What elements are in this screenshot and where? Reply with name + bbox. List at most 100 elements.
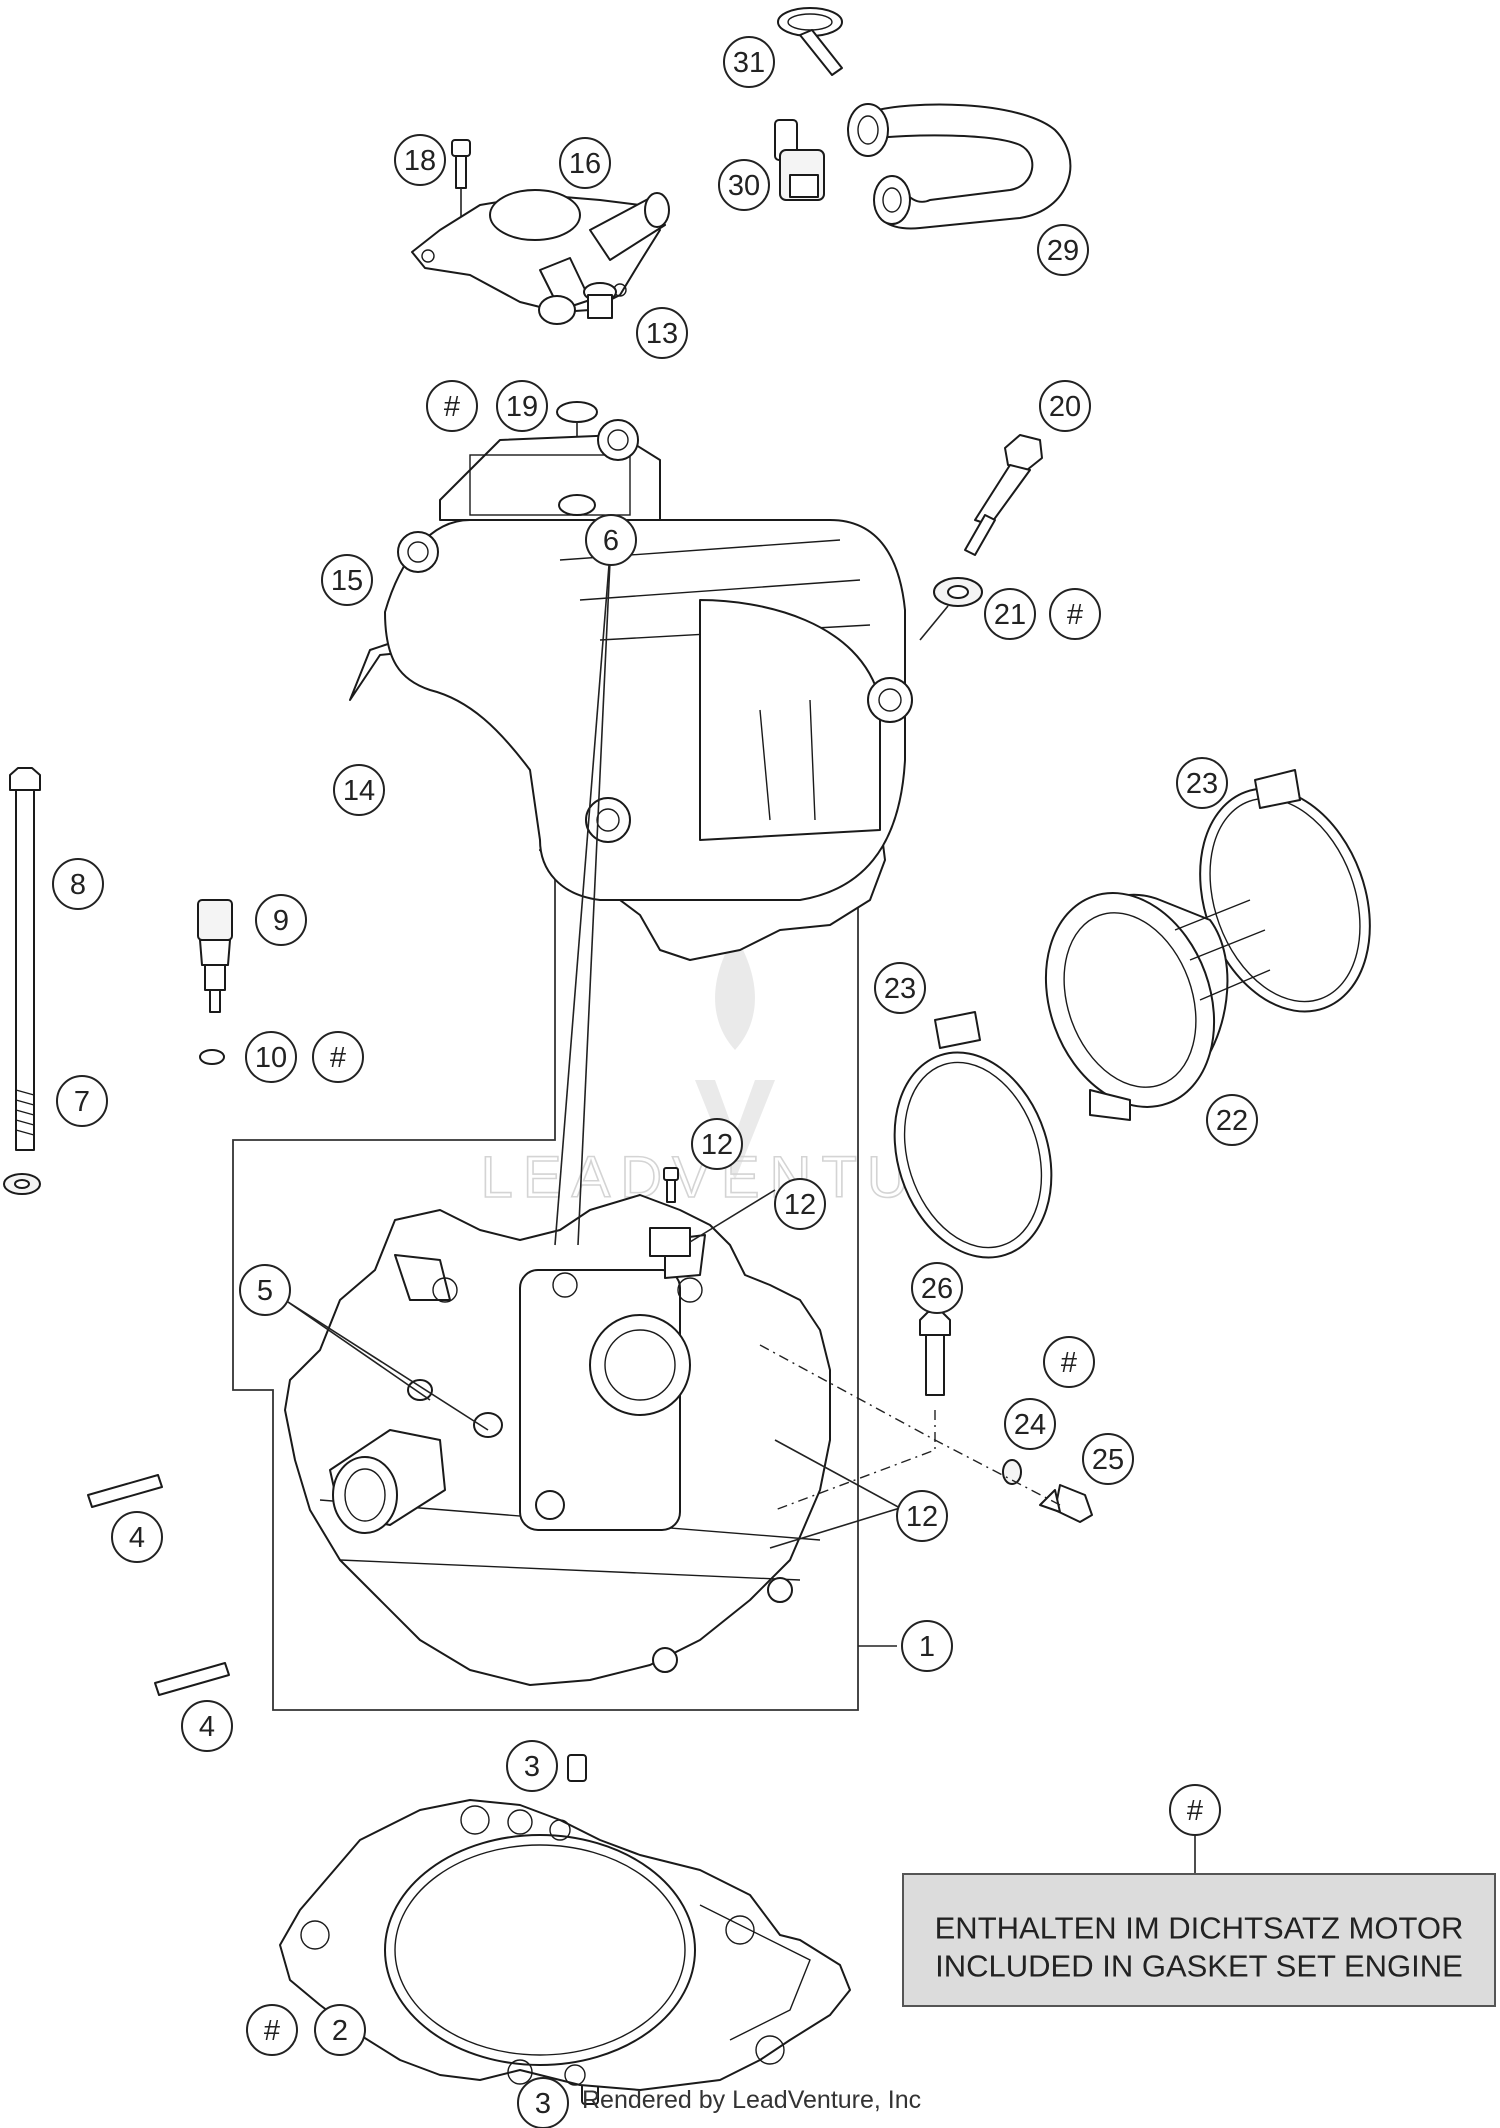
callout-circle — [691, 1118, 743, 1170]
plug-screw-part — [1039, 1484, 1093, 1523]
head-gasket-part — [279, 1799, 851, 2091]
callout-circle — [1004, 1398, 1056, 1450]
callout-label: 30 — [728, 170, 760, 202]
valve-cover-part — [349, 419, 913, 961]
callout-label: 15 — [331, 565, 363, 597]
callout-part-23: 23 — [1176, 757, 1228, 809]
callout-part-22: 22 — [1206, 1094, 1258, 1146]
callout-gasket-set-marker: # — [426, 380, 478, 432]
callout-circle — [56, 1075, 108, 1127]
callout-gasket-set-marker: # — [312, 1031, 364, 1083]
callout-label: 18 — [404, 145, 436, 177]
small-o-ring-part — [199, 1049, 225, 1065]
callout-label: 3 — [524, 1751, 540, 1783]
callout-circle — [901, 1620, 953, 1672]
note-line-2: INCLUDED IN GASKET SET ENGINE — [935, 1949, 1463, 1984]
thermostat-housing-part — [411, 189, 670, 325]
cylinder-head-frame — [232, 539, 859, 1711]
callout-circle — [321, 554, 373, 606]
callout-label: 20 — [1049, 391, 1081, 423]
callout-part-16: 16 — [559, 137, 611, 189]
callout-label: 8 — [70, 869, 86, 901]
callout-part-4: 4 — [181, 1700, 233, 1752]
callout-part-15: 15 — [321, 554, 373, 606]
sensor-part — [774, 119, 825, 201]
callout-circle — [239, 1264, 291, 1316]
callout-gasket-set-marker: # — [1169, 1784, 1221, 1836]
callout-label: # — [444, 391, 460, 423]
callout-part-14: 14 — [333, 764, 385, 816]
callout-circle — [984, 588, 1036, 640]
callout-part-8: 8 — [52, 858, 104, 910]
callout-part-10: 10 — [245, 1031, 297, 1083]
callout-circle — [1049, 588, 1101, 640]
callout-label: 4 — [199, 1711, 215, 1743]
note-line-1: ENTHALTEN IM DICHTSATZ MOTOR — [935, 1911, 1464, 1946]
callout-part-29: 29 — [1037, 224, 1089, 276]
callout-label: 12 — [701, 1129, 733, 1161]
plug-part — [583, 282, 617, 319]
callout-circle — [52, 858, 104, 910]
gasket-set-note: ENTHALTEN IM DICHTSATZ MOTOR INCLUDED IN… — [902, 1873, 1496, 2007]
cylinder-head-part — [284, 1194, 831, 1686]
callout-part-12: 12 — [896, 1490, 948, 1542]
washer-part — [919, 577, 983, 641]
callout-part-23: 23 — [874, 962, 926, 1014]
callout-circle — [506, 1740, 558, 1792]
hose-clamp-part — [777, 7, 843, 76]
callout-circle — [774, 1178, 826, 1230]
callout-label: 4 — [129, 1522, 145, 1554]
callout-part-25: 25 — [1082, 1433, 1134, 1485]
callout-label: 5 — [257, 1275, 273, 1307]
callout-circle — [1206, 1094, 1258, 1146]
callout-part-1: 1 — [901, 1620, 953, 1672]
callout-label: 16 — [569, 148, 601, 180]
head-screw-part — [663, 1167, 679, 1203]
callout-label: 21 — [994, 599, 1026, 631]
callout-circle — [723, 36, 775, 88]
callout-part-26: 26 — [911, 1262, 963, 1314]
callout-gasket-set-marker: # — [1043, 1336, 1095, 1388]
callout-part-21: 21 — [984, 588, 1036, 640]
callout-label: 12 — [906, 1501, 938, 1533]
callout-label: 22 — [1216, 1105, 1248, 1137]
callout-circle — [1082, 1433, 1134, 1485]
callout-part-13: 13 — [636, 307, 688, 359]
callout-circle — [585, 514, 637, 566]
callout-label: 31 — [733, 47, 765, 79]
callout-circle — [896, 1490, 948, 1542]
callout-label: 1 — [919, 1631, 935, 1663]
callout-label: 10 — [255, 1042, 287, 1074]
callout-circle — [636, 307, 688, 359]
leader-lines — [284, 539, 1196, 1875]
callout-part-3: 3 — [506, 1740, 558, 1792]
callout-label: 23 — [1186, 768, 1218, 800]
callout-part-7: 7 — [56, 1075, 108, 1127]
flat-washer-part — [3, 1173, 41, 1195]
callout-label: 13 — [646, 318, 678, 350]
callout-circle — [1043, 1336, 1095, 1388]
callout-label: # — [1067, 599, 1083, 631]
callout-circle — [426, 380, 478, 432]
callout-label: 7 — [74, 1086, 90, 1118]
callout-circle — [312, 1031, 364, 1083]
callout-label: 29 — [1047, 235, 1079, 267]
callout-circle — [718, 159, 770, 211]
callout-label: 24 — [1014, 1409, 1046, 1441]
callout-circle — [394, 134, 446, 186]
side-bolt-part — [919, 1311, 951, 1396]
long-bolt-part — [9, 767, 41, 1151]
callout-label: 12 — [784, 1189, 816, 1221]
callout-part-30: 30 — [718, 159, 770, 211]
render-credit: Rendered by LeadVenture, Inc — [582, 2086, 921, 2114]
callout-circle — [874, 962, 926, 1014]
callout-part-31: 31 — [723, 36, 775, 88]
callout-circle — [1169, 1784, 1221, 1836]
callout-circle — [245, 1031, 297, 1083]
callout-label: # — [1187, 1795, 1203, 1827]
bolt-part — [964, 434, 1043, 556]
callout-label: # — [1061, 1347, 1077, 1379]
intake-boot-part — [893, 769, 1371, 1259]
callout-circle — [333, 764, 385, 816]
callout-label: 9 — [273, 905, 289, 937]
